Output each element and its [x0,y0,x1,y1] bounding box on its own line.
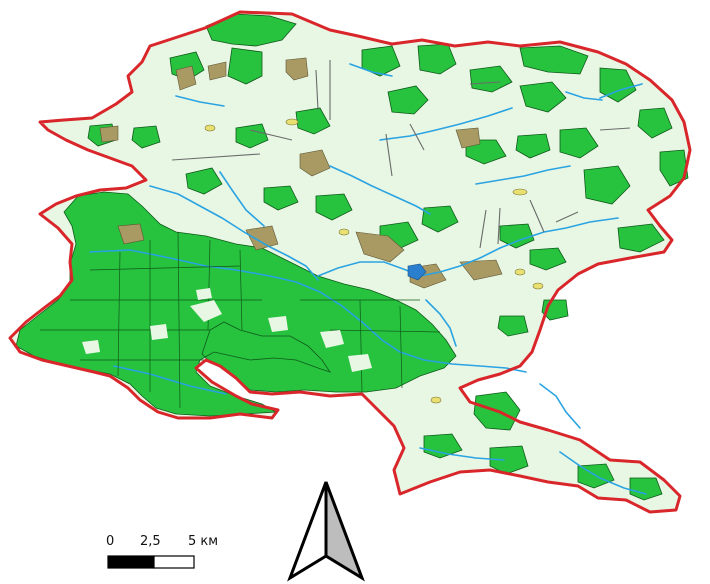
north-arrow-icon [287,481,365,582]
scale-segment-black [107,555,155,569]
roads [171,60,631,249]
rivers [89,63,647,495]
scale-label-5-km: 5 км [188,534,218,549]
lake [407,263,427,281]
scale-segment-white [153,555,195,569]
scale-label-2-5: 2,5 [140,534,161,549]
scale-label-0: 0 [106,534,114,549]
forest-grid [40,231,441,409]
forest-patches [87,13,689,271]
sand-patches [204,118,544,404]
wetland-patches [99,57,503,289]
region-boundary [8,10,692,514]
scale-bar: 0 2,5 5 км [106,534,218,569]
clearings [82,288,372,372]
